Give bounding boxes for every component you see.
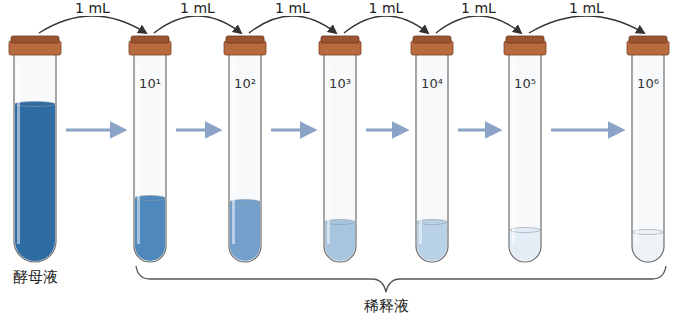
volume-label: 1 mL [367, 1, 406, 16]
test-tube: 10⁴ [414, 36, 450, 262]
test-tube: 10⁶ [630, 36, 666, 262]
transfer-arrow [154, 16, 241, 33]
flow-arrow [458, 129, 499, 132]
dilution-factor: 10⁵ [497, 76, 553, 91]
transfer-arrow [344, 16, 428, 33]
test-tube: 10³ [322, 36, 358, 262]
transfer-arrow [436, 16, 521, 33]
test-tube [132, 36, 168, 262]
tube-label: 酵母液 [0, 268, 78, 287]
volume-label: 1 mL [273, 1, 312, 16]
flow-arrow [551, 129, 622, 132]
test-tube: 10¹ [132, 36, 168, 262]
test-tube: 酵母液 [12, 36, 58, 262]
volume-label: 1 mL [567, 1, 606, 16]
test-tube [227, 36, 263, 262]
test-tube: 10⁵ [507, 36, 543, 262]
transfer-arrow [249, 16, 336, 33]
bracket-line [136, 266, 666, 292]
dilution-factor: 10³ [312, 76, 368, 91]
flow-arrow [271, 129, 314, 132]
test-tube [322, 36, 358, 262]
transfer-arrow [39, 16, 146, 33]
test-tube [507, 36, 543, 262]
dilution-factor: 10⁴ [404, 76, 460, 91]
flow-arrow [66, 129, 124, 132]
test-tube: 10² [227, 36, 263, 262]
transfer-arrow [529, 16, 644, 33]
test-tube [630, 36, 666, 262]
test-tube [12, 36, 58, 262]
group-label: 稀释液 [364, 297, 409, 316]
flow-arrow [176, 129, 219, 132]
volume-label: 1 mL [73, 1, 112, 16]
flow-arrow [366, 129, 406, 132]
volume-label: 1 mL [178, 1, 217, 16]
test-tube [414, 36, 450, 262]
dilution-factor: 10¹ [122, 76, 178, 91]
dilution-factor: 10⁶ [620, 76, 676, 91]
volume-label: 1 mL [459, 1, 498, 16]
dilution-factor: 10² [217, 76, 273, 91]
